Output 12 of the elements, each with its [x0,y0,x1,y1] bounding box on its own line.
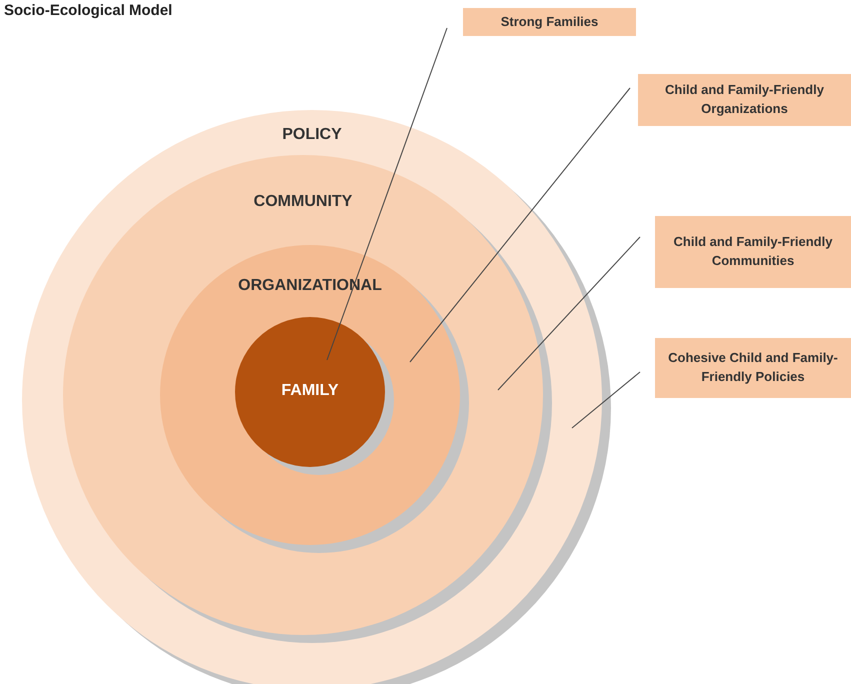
diagram-title: Socio-Ecological Model [4,2,172,19]
callout-box: Child and Family-Friendly Organizations [638,74,851,126]
leader-line [326,28,448,360]
leader-line [410,88,630,362]
ring-label: FAMILY [280,382,340,400]
callout-box: Cohesive Child and Family-Friendly Policies [655,338,851,398]
leader-line [498,236,640,390]
ring-label: POLICY [281,126,343,144]
callout-box: Strong Families [463,8,636,36]
leader-line [572,372,640,428]
ring-label: COMMUNITY [252,193,354,211]
callout-box: Child and Family-Friendly Communities [655,216,851,288]
